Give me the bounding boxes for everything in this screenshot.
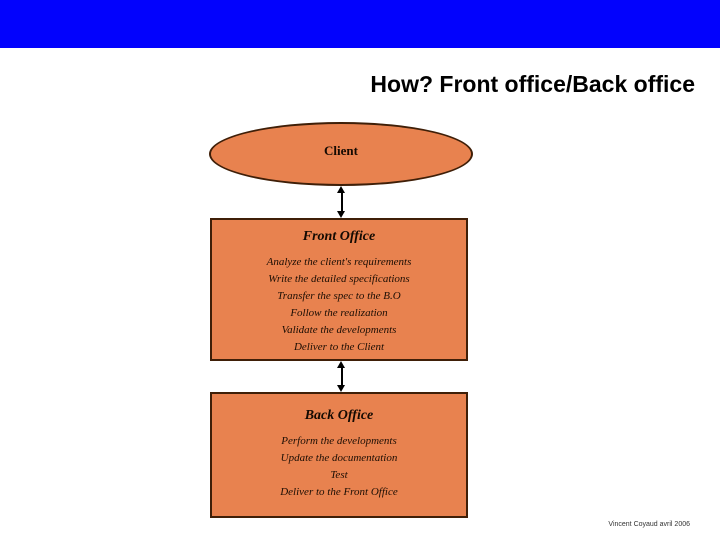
arrowhead-down-icon — [337, 211, 345, 218]
list-item: Validate the developments — [281, 324, 397, 336]
client-ellipse-shape: Client — [209, 122, 473, 186]
double-arrow-icon-front-back — [337, 361, 346, 392]
arrowhead-up-icon — [337, 361, 345, 368]
list-item: Follow the realization — [290, 307, 388, 319]
list-item: Update the documentation — [280, 452, 398, 464]
front-office-title: Front Office — [302, 229, 376, 244]
arrow-shaft — [340, 366, 343, 387]
back-office-task-list: Perform the developments Update the docu… — [212, 433, 466, 501]
double-arrow-icon-client-front — [337, 186, 346, 218]
arrowhead-up-icon — [337, 186, 345, 193]
slide-title: How? Front office/Back office — [370, 71, 695, 97]
list-item: Transfer the spec to the B.O — [277, 290, 401, 302]
front-office-box: Front Office Analyze the client's requir… — [210, 218, 468, 361]
list-item: Test — [330, 469, 348, 481]
front-office-task-list: Analyze the client's requirements Write … — [212, 254, 466, 356]
arrowhead-down-icon — [337, 385, 345, 392]
list-item: Analyze the client's requirements — [266, 256, 412, 268]
client-label: Client — [324, 143, 358, 158]
list-item: Perform the developments — [281, 435, 397, 447]
back-office-box: Back Office Perform the developments Upd… — [210, 392, 468, 518]
back-office-title: Back Office — [304, 408, 374, 423]
header-bar — [0, 0, 720, 48]
list-item: Write the detailed specifications — [268, 273, 410, 285]
arrow-shaft — [340, 191, 343, 213]
list-item: Deliver to the Client — [293, 341, 385, 353]
list-item: Deliver to the Front Office — [280, 486, 398, 498]
footer-credit: Vincent Coyaud avril 2006 — [608, 521, 690, 528]
